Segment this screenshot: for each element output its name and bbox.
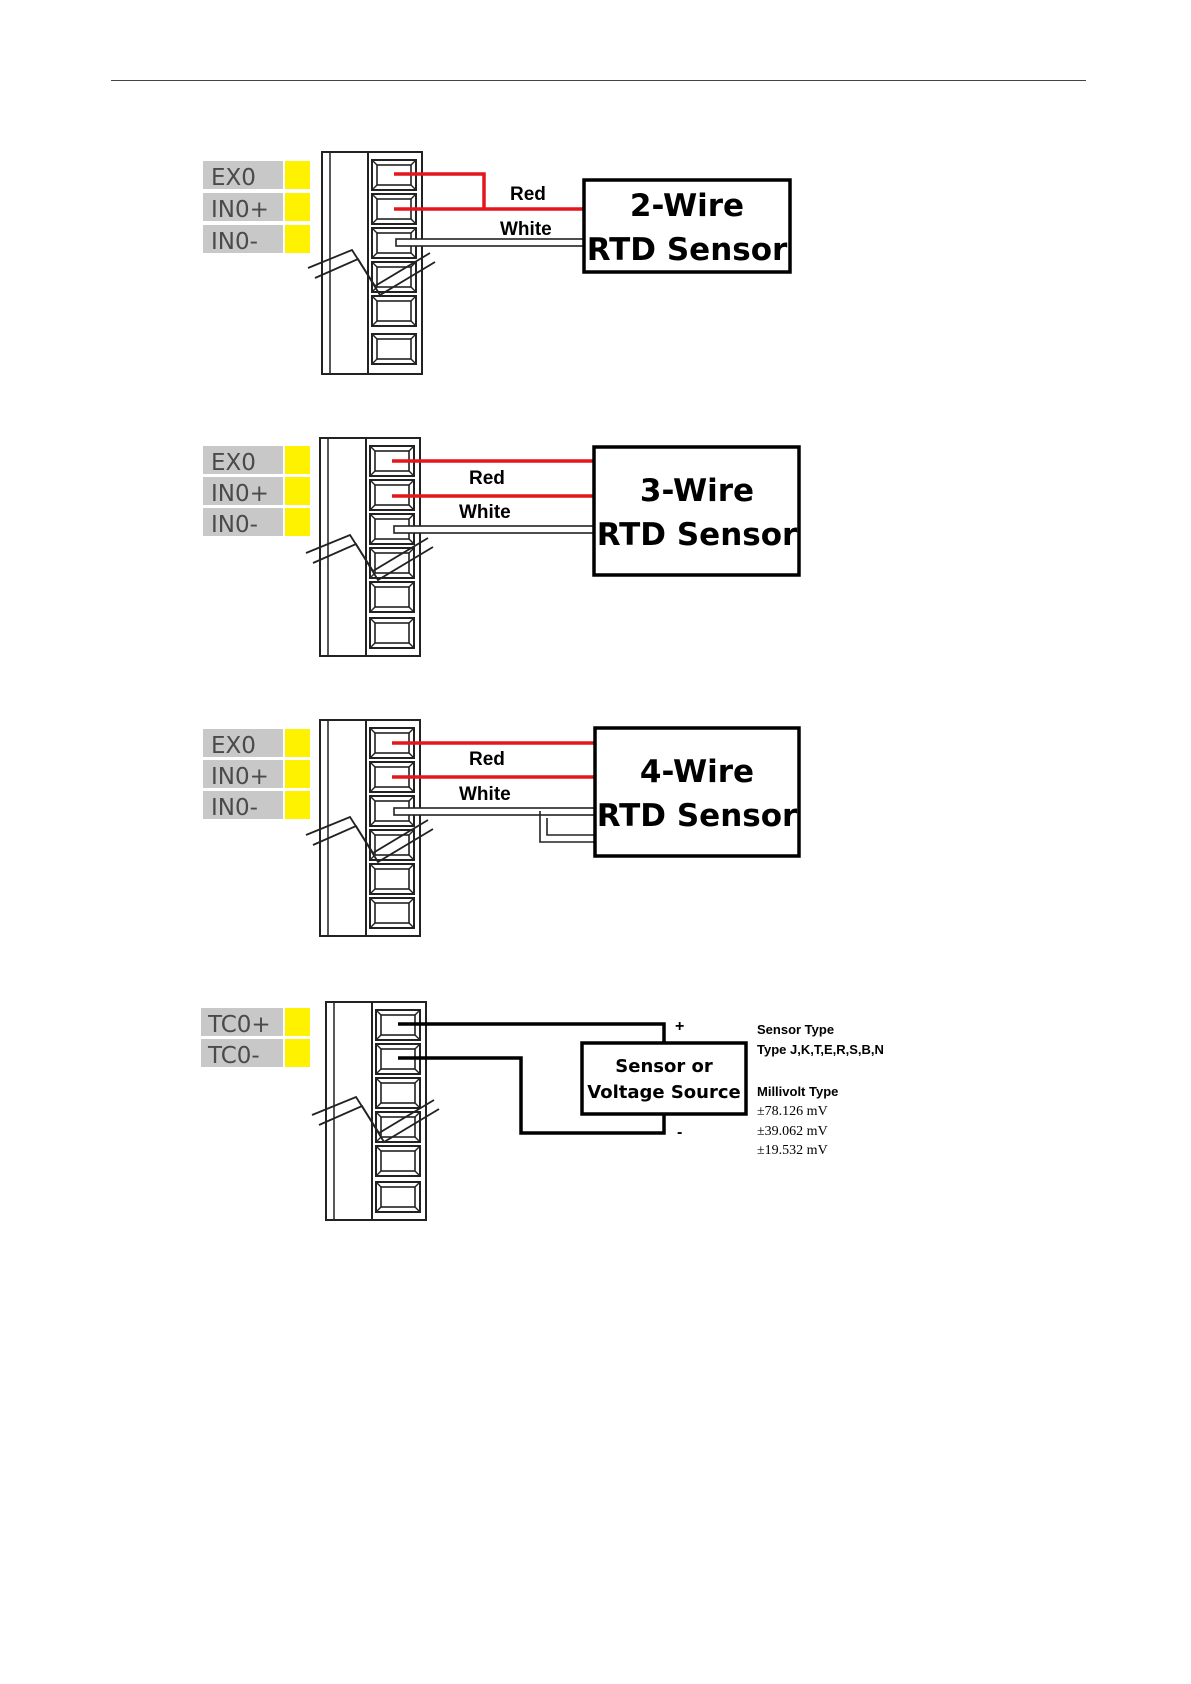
white-wire-label: White bbox=[500, 219, 552, 240]
white-wire-label: White bbox=[459, 784, 511, 805]
terminal-block bbox=[308, 152, 435, 374]
pin-label-ex0: EX0 bbox=[211, 165, 256, 191]
sensor-box: 4-Wire RTD Sensor bbox=[595, 728, 799, 856]
white-wire-label: White bbox=[459, 502, 511, 523]
sensor-title-line1: Sensor or bbox=[615, 1056, 713, 1077]
plus-sign: + bbox=[675, 1018, 684, 1035]
red-wire-label: Red bbox=[469, 468, 505, 489]
sensor-title-line2: RTD Sensor bbox=[597, 798, 798, 834]
pin-labels: EX0 IN0+ IN0- bbox=[203, 446, 310, 538]
diagram-4-wire-rtd: EX0 IN0+ IN0- bbox=[203, 720, 799, 936]
sensor-box: 2-Wire RTD Sensor bbox=[584, 180, 790, 272]
pin-label-accent bbox=[285, 729, 310, 757]
sensor-title-line1: 4-Wire bbox=[640, 754, 754, 790]
pin-label-in0-minus: IN0- bbox=[211, 512, 258, 538]
terminal-block bbox=[306, 720, 433, 936]
pin-label-accent bbox=[285, 508, 310, 536]
diagram-3-wire-rtd: EX0 IN0+ IN0- bbox=[203, 438, 799, 656]
diagram-2-wire-rtd: EX0 IN0+ IN0- bbox=[203, 152, 790, 374]
pin-label-accent bbox=[285, 791, 310, 819]
white-wire bbox=[394, 526, 595, 533]
pin-label-tc0-minus: TC0- bbox=[207, 1043, 260, 1069]
pin-label-ex0: EX0 bbox=[211, 733, 256, 759]
black-wire-positive bbox=[398, 1024, 664, 1044]
pin-label-in0-plus: IN0+ bbox=[211, 481, 269, 507]
diagram-thermocouple: TC0+ TC0- + - bbox=[201, 1002, 884, 1220]
pin-label-in0-plus: IN0+ bbox=[211, 197, 269, 223]
pin-labels: TC0+ TC0- bbox=[201, 1008, 310, 1069]
sensor-type-value: Type J,K,T,E,R,S,B,N bbox=[757, 1042, 884, 1057]
millivolt-type-heading: Millivolt Type bbox=[757, 1084, 838, 1099]
white-wire bbox=[396, 239, 585, 246]
white-wire bbox=[394, 808, 595, 815]
millivolt-range-3: ±19.532 mV bbox=[757, 1143, 828, 1158]
sensor-box: 3-Wire RTD Sensor bbox=[594, 447, 799, 575]
sensor-box: Sensor or Voltage Source bbox=[582, 1043, 746, 1114]
pin-labels: EX0 IN0+ IN0- bbox=[203, 729, 310, 821]
sensor-title-line2: RTD Sensor bbox=[587, 232, 788, 268]
red-wire-label: Red bbox=[469, 749, 505, 770]
millivolt-range-1: ±78.126 mV bbox=[757, 1104, 828, 1119]
terminal-block bbox=[306, 438, 433, 656]
pin-label-in0-plus: IN0+ bbox=[211, 764, 269, 790]
pin-label-in0-minus: IN0- bbox=[211, 229, 258, 255]
sensor-title-line2: Voltage Source bbox=[587, 1082, 741, 1103]
sensor-title-line1: 3-Wire bbox=[640, 473, 754, 509]
pin-label-accent bbox=[285, 446, 310, 474]
pin-label-in0-minus: IN0- bbox=[211, 795, 258, 821]
wires: Red White bbox=[392, 461, 595, 533]
wires: Red White bbox=[392, 743, 595, 842]
sensor-title-line2: RTD Sensor bbox=[597, 517, 798, 553]
pin-label-accent bbox=[285, 760, 310, 788]
pin-label-accent bbox=[285, 1008, 310, 1036]
sensor-type-heading: Sensor Type bbox=[757, 1022, 834, 1037]
pin-label-accent bbox=[285, 161, 310, 189]
pin-labels: EX0 IN0+ IN0- bbox=[203, 161, 310, 255]
pin-label-accent bbox=[285, 193, 310, 221]
pin-label-ex0: EX0 bbox=[211, 450, 256, 476]
pin-label-accent bbox=[285, 1039, 310, 1067]
sensor-info: Sensor Type Type J,K,T,E,R,S,B,N Millivo… bbox=[757, 1022, 884, 1158]
minus-sign: - bbox=[677, 1124, 682, 1141]
millivolt-range-2: ±39.062 mV bbox=[757, 1124, 828, 1139]
pin-label-accent bbox=[285, 477, 310, 505]
pin-label-tc0-plus: TC0+ bbox=[207, 1012, 271, 1038]
terminal-block bbox=[312, 1002, 439, 1220]
sensor-title-line1: 2-Wire bbox=[630, 188, 744, 224]
red-wire-label: Red bbox=[510, 184, 546, 205]
pin-label-accent bbox=[285, 225, 310, 253]
